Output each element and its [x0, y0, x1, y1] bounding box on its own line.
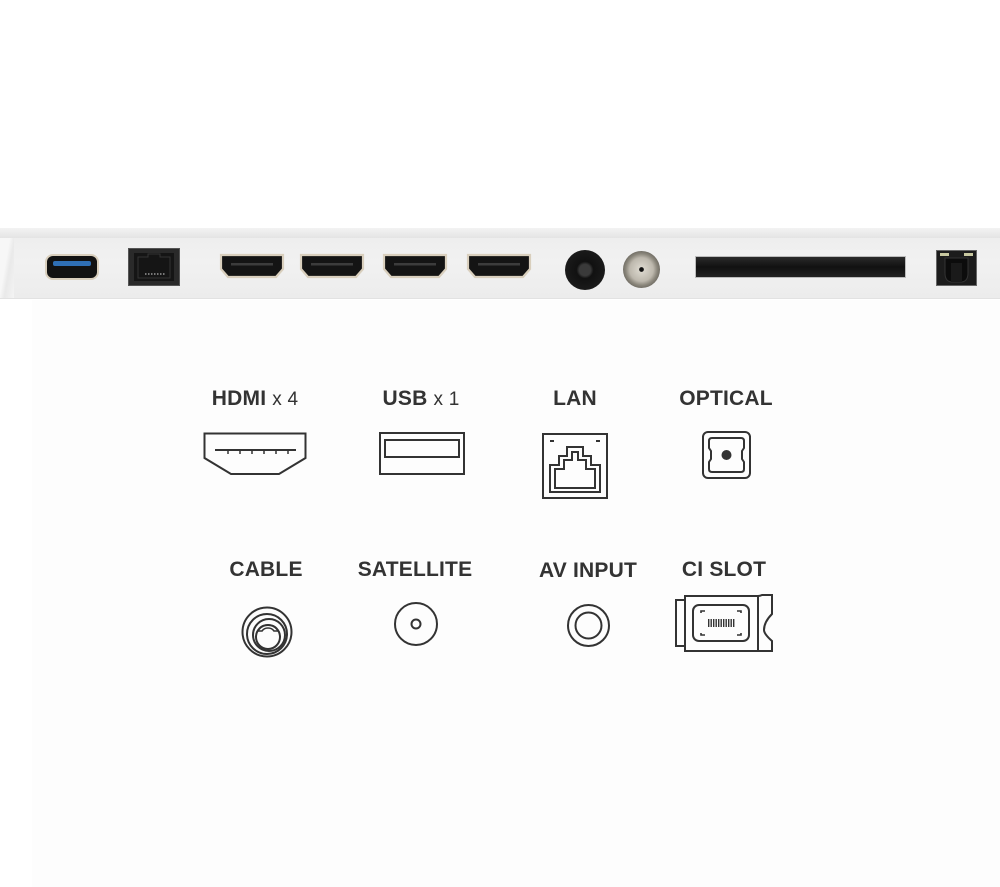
legend-label-ci-slot: CI SLOT	[682, 558, 766, 582]
optical-icon	[702, 431, 751, 479]
ci-slot-label-text: CI SLOT	[681, 558, 767, 581]
legend-label-cable: CABLE	[229, 558, 302, 582]
hdmi-label-text: HDMI	[211, 387, 267, 410]
satellite-icon	[393, 601, 439, 647]
legend-label-optical: OPTICAL	[679, 387, 773, 411]
usb-label-text: USB	[382, 387, 428, 410]
usb-count: x 1	[433, 389, 460, 410]
av-input-icon	[566, 603, 611, 648]
lan-port	[128, 248, 180, 286]
legend-label-av-input: AV INPUT	[539, 559, 637, 583]
hdmi-port-3	[382, 253, 448, 279]
ci-slot-icon	[675, 594, 774, 654]
cable-icon	[240, 605, 294, 659]
ci-slot-opening	[695, 256, 906, 278]
panel-left-edge	[0, 238, 14, 298]
legend-label-lan: LAN	[553, 387, 597, 411]
legend-label-hdmi: HDMI x 4	[212, 387, 298, 411]
optical-port	[936, 250, 977, 286]
legend-label-satellite: SATELLITE	[358, 558, 473, 582]
hdmi-port-4	[466, 253, 532, 279]
lan-port-inner	[134, 253, 174, 281]
panel-top-edge	[0, 228, 1000, 238]
hdmi-icon	[203, 432, 307, 476]
hdmi-count: x 4	[272, 389, 299, 410]
lan-icon	[542, 433, 608, 499]
usb-port-tongue	[53, 261, 91, 266]
satellite-connector	[623, 251, 660, 288]
usb-port	[45, 254, 99, 280]
av-input-jack	[565, 250, 605, 290]
hdmi-port-1	[219, 253, 285, 279]
cable-label-text: CABLE	[229, 558, 303, 581]
legend-label-usb: USB x 1	[383, 387, 460, 411]
usb-icon	[379, 432, 465, 475]
lan-label-text: LAN	[553, 387, 597, 410]
av-input-label-text: AV INPUT	[538, 559, 638, 582]
satellite-label-text: SATELLITE	[357, 558, 473, 581]
background-area	[32, 300, 1000, 887]
optical-label-text: OPTICAL	[679, 387, 773, 410]
hdmi-port-2	[299, 253, 365, 279]
